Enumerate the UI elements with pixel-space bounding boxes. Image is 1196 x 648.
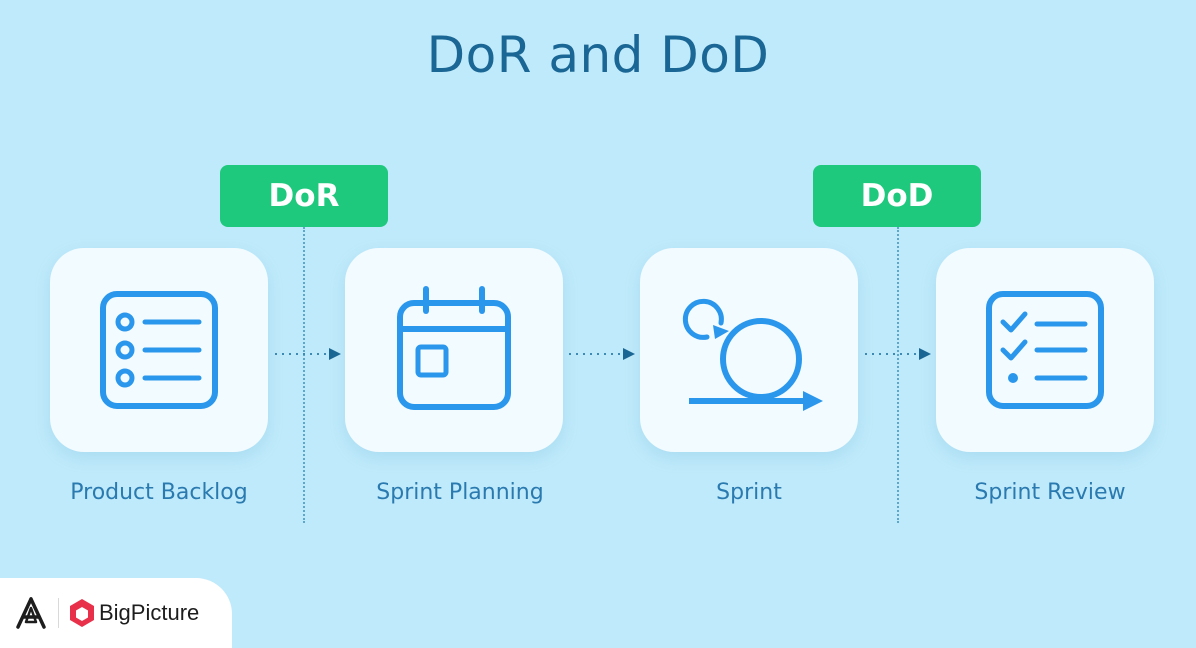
step-card-sprint <box>640 248 858 452</box>
step-card-sprint-review <box>936 248 1154 452</box>
step-label-sprint-review: Sprint Review <box>974 480 1126 505</box>
bigpicture-logo-icon <box>70 599 94 627</box>
flow-arrow-2 <box>569 348 635 360</box>
step-card-sprint-planning <box>345 248 563 452</box>
dod-badge: DoD <box>813 165 981 227</box>
checklist-icon <box>100 291 218 409</box>
a-logo-icon <box>16 597 46 629</box>
step-card-product-backlog <box>50 248 268 452</box>
step-label-sprint-planning: Sprint Planning <box>376 480 544 505</box>
diagram-title: DoR and DoD <box>426 26 770 84</box>
logo-divider <box>58 598 59 628</box>
dor-badge: DoR <box>220 165 388 227</box>
step-label-sprint: Sprint <box>716 480 782 505</box>
step-label-product-backlog: Product Backlog <box>70 480 248 505</box>
bigpicture-logo-text: BigPicture <box>99 600 200 625</box>
review-checklist-icon <box>986 291 1104 409</box>
calendar-icon <box>397 286 511 410</box>
logo-bar: BigPicture <box>0 578 232 648</box>
dod-dotted-line <box>897 227 899 523</box>
sprint-cycle-icon <box>682 298 823 411</box>
flow-arrow-3 <box>865 348 931 360</box>
flow-arrow-1 <box>275 348 341 360</box>
dor-dotted-line <box>303 227 305 523</box>
